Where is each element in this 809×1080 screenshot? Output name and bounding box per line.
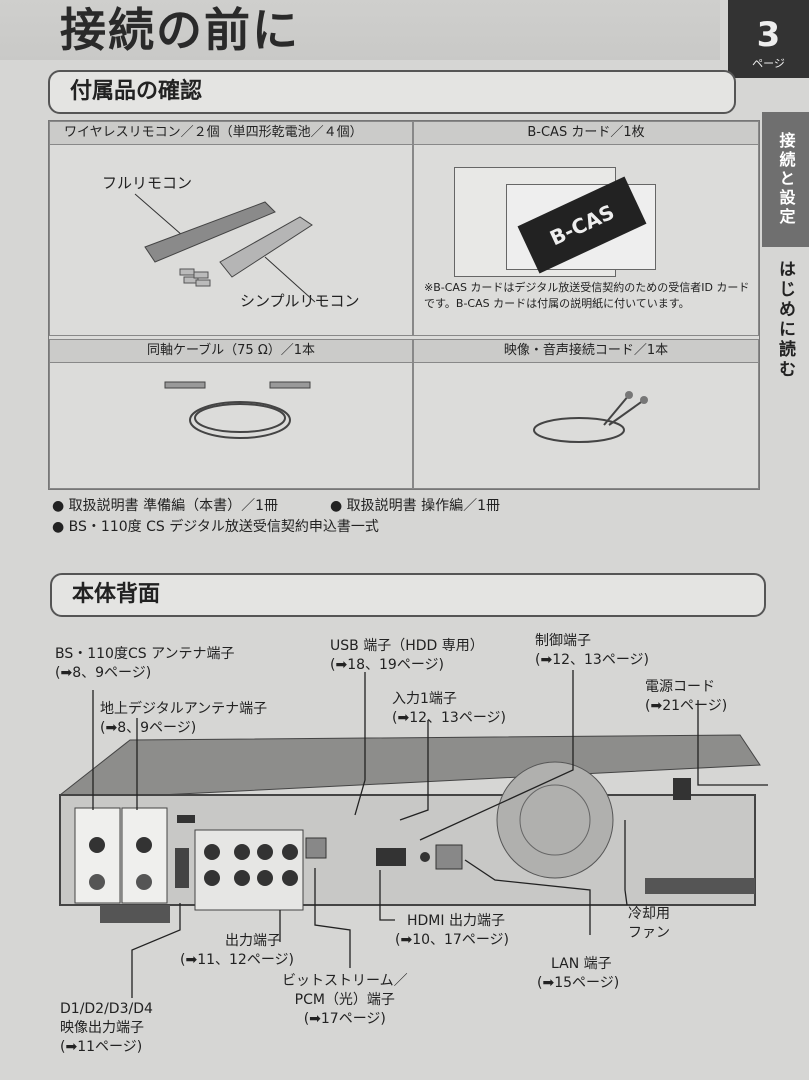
bcas-card: B-CAS — [517, 176, 647, 274]
rear-panel-illustration — [59, 670, 768, 998]
callout-ref: (➡18、19ページ) — [330, 657, 445, 673]
page-number: 3 — [756, 15, 781, 55]
callout-name: 電源コード — [645, 679, 715, 695]
side-tab-read-first[interactable]: はじめに読む — [775, 260, 795, 380]
remote-controls-illustration — [134, 193, 316, 303]
section-heading-accessories: 付属品の確認 — [48, 70, 736, 114]
callout-ref: (➡10、17ページ) — [395, 932, 510, 948]
callout-name: ビットストリーム／ — [282, 973, 408, 989]
callout-name: 出力端子 — [225, 933, 281, 949]
callout-lan: LAN 端子 (➡15ページ) — [537, 955, 619, 993]
cell-remotes: ワイヤレスリモコン／２個（単四形乾電池／４個） フルリモコン シンプルリモコン — [49, 121, 413, 336]
callout-ref: (➡12、13ページ) — [392, 710, 507, 726]
callout-control: 制御端子 (➡12、13ページ) — [535, 632, 649, 670]
page-number-tab: 3 ページ — [728, 0, 809, 78]
accessories-table: ワイヤレスリモコン／２個（単四形乾電池／４個） フルリモコン シンプルリモコン … — [48, 120, 760, 490]
callout-d-video-out: D1/D2/D3/D4 映像出力端子 (➡11ページ) — [60, 1000, 153, 1057]
callout-ref: (➡17ページ) — [303, 1011, 386, 1027]
cell-header: 映像・音声接続コード／1本 — [414, 340, 758, 363]
bullet-text: BS・110度 CS デジタル放送受信契約申込書一式 — [68, 519, 379, 535]
callout-ref: (➡21ページ) — [645, 698, 728, 714]
callout-hdmi: HDMI 出力端子 (➡10、17ページ) — [395, 912, 509, 950]
bullet-manual-ops: ● 取扱説明書 操作編／1冊 — [330, 498, 501, 514]
callout-ref: (➡12、13ページ) — [535, 652, 650, 668]
bcas-note: ※B-CAS カードはデジタル放送受信契約のための受信者ID カードです。B-C… — [424, 281, 750, 310]
bullet-contract-form: ● BS・110度 CS デジタル放送受信契約申込書一式 — [52, 519, 379, 535]
callout-name: ファン — [628, 925, 670, 941]
callout-name: BS・110度CS アンテナ端子 — [55, 646, 235, 662]
callout-name: D1/D2/D3/D4 — [60, 1001, 153, 1017]
section-heading-rear-panel: 本体背面 — [50, 573, 766, 617]
page-title: 接続の前に — [60, 3, 300, 57]
callout-ref: (➡11ページ) — [60, 1039, 143, 1055]
bullet-text: 取扱説明書 操作編／1冊 — [346, 498, 501, 514]
av-cord-illustration — [533, 391, 648, 443]
label-simple-remote: シンプルリモコン — [240, 292, 360, 310]
title-bar — [0, 0, 720, 60]
callout-power-cord: 電源コード (➡21ページ) — [645, 678, 727, 716]
bullet-text: 取扱説明書 準備編（本書）／1冊 — [68, 498, 279, 514]
callout-name: LAN 端子 — [551, 956, 612, 972]
cell-coax: 同軸ケーブル（75 Ω）／1本 — [49, 339, 413, 489]
callout-ref: (➡15ページ) — [537, 975, 620, 991]
side-tab-setup[interactable]: 接続と設定 — [762, 112, 809, 247]
bullet-manual-prep: ● 取扱説明書 準備編（本書）／1冊 — [52, 498, 279, 514]
callout-output: 出力端子 (➡11、12ページ) — [180, 932, 294, 970]
callout-name: PCM（光）端子 — [294, 992, 395, 1008]
label-full-remote: フルリモコン — [102, 174, 193, 192]
callout-name: 映像出力端子 — [60, 1020, 144, 1036]
cell-header: B-CAS カード／1枚 — [414, 122, 758, 145]
callout-cooling-fan: 冷却用ファン — [628, 905, 670, 943]
callout-ref: (➡11、12ページ) — [180, 952, 295, 968]
callout-usb: USB 端子（HDD 専用） (➡18、19ページ) — [330, 637, 484, 675]
cell-av-cord: 映像・音声接続コード／1本 — [413, 339, 759, 489]
callout-name: HDMI 出力端子 — [407, 913, 505, 929]
callout-name: 入力1端子 — [392, 691, 457, 707]
callout-bitstream-pcm: ビットストリーム／ PCM（光）端子 (➡17ページ) — [282, 972, 408, 1029]
callout-terrestrial-antenna: 地上デジタルアンテナ端子 (➡8、9ページ) — [100, 700, 267, 738]
callout-name: 地上デジタルアンテナ端子 — [100, 701, 268, 717]
callout-ref: (➡8、9ページ) — [55, 665, 152, 681]
cell-bcas: B-CAS カード／1枚 B-CAS ※B-CAS カードはデジタル放送受信契約… — [413, 121, 759, 336]
callout-name: 制御端子 — [535, 633, 591, 649]
callout-ref: (➡8、9ページ) — [100, 720, 197, 736]
callout-input1: 入力1端子 (➡12、13ページ) — [392, 690, 506, 728]
callout-bs-cs-antenna: BS・110度CS アンテナ端子 (➡8、9ページ) — [55, 645, 235, 683]
cell-header: 同軸ケーブル（75 Ω）／1本 — [50, 340, 412, 363]
callout-name: 冷却用 — [628, 906, 670, 922]
cell-header: ワイヤレスリモコン／２個（単四形乾電池／４個） — [50, 122, 412, 145]
callout-name: USB 端子（HDD 専用） — [330, 638, 484, 654]
coax-cable-illustration — [164, 381, 311, 439]
page-label: ページ — [752, 57, 785, 70]
bcas-card-frame: B-CAS — [506, 176, 656, 274]
